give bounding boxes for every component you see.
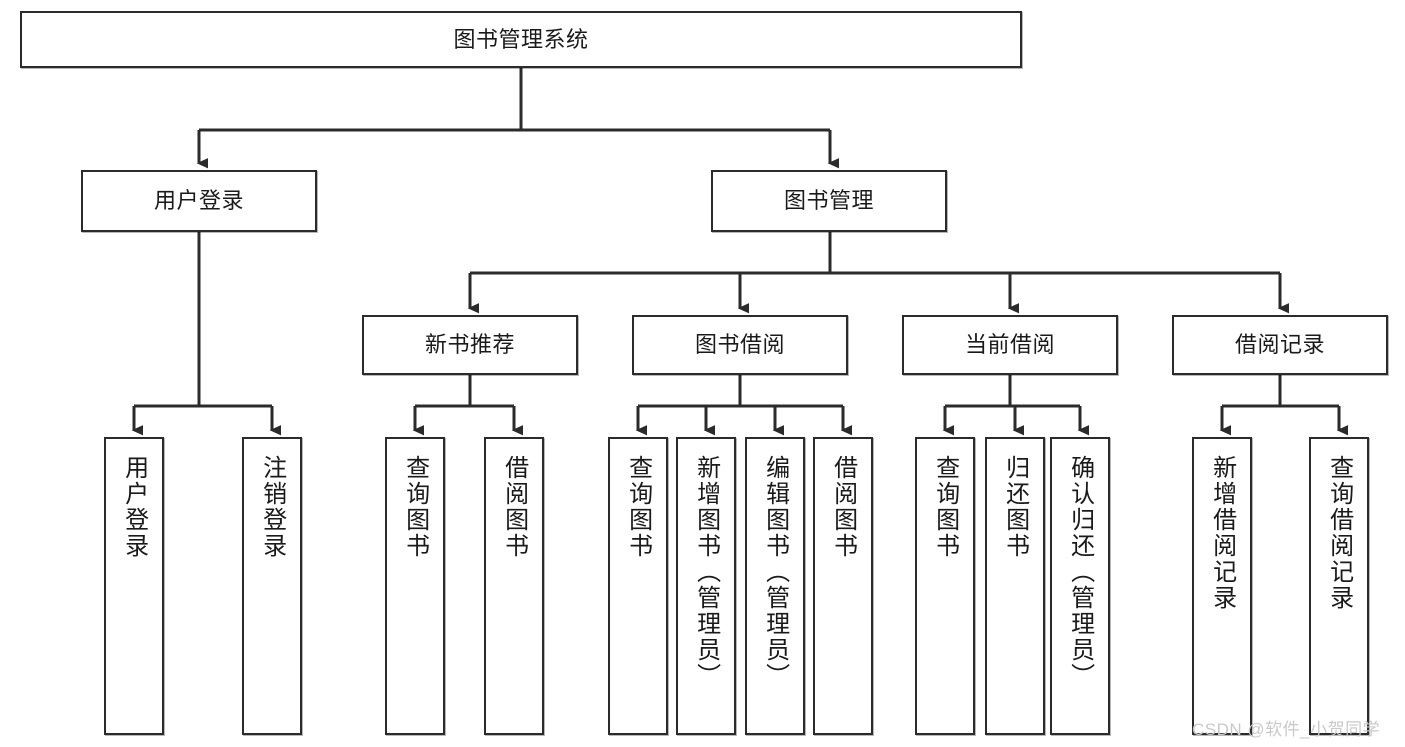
node-book-borrow-label: 图书借阅 [694, 332, 785, 358]
node-current-borrow-label: 当前借阅 [964, 332, 1055, 358]
node-leaf-logout-login-label: 注销登录 [258, 455, 286, 559]
node-borrow-records-label: 借阅记录 [1234, 332, 1325, 358]
node-new-book-recommend-label: 新书推荐 [424, 332, 515, 358]
node-leaf-query-record[interactable]: 查询借阅记录 [1309, 437, 1369, 735]
node-leaf-query-book-3[interactable]: 查询图书 [915, 437, 975, 735]
node-leaf-query-book-1-label: 查询图书 [401, 455, 429, 559]
node-leaf-borrow-book-1-label: 借阅图书 [500, 455, 528, 559]
node-current-borrow[interactable]: 当前借阅 [902, 315, 1118, 375]
node-book-borrow[interactable]: 图书借阅 [632, 315, 848, 375]
node-leaf-user-login[interactable]: 用户登录 [104, 437, 164, 735]
node-leaf-query-book-1[interactable]: 查询图书 [385, 437, 445, 735]
node-leaf-borrow-book-2[interactable]: 借阅图书 [813, 437, 873, 735]
node-leaf-add-book[interactable]: 新增图书（管理员） [676, 437, 736, 735]
node-leaf-query-book-3-label: 查询图书 [931, 455, 959, 559]
node-leaf-logout-login[interactable]: 注销登录 [242, 437, 302, 735]
node-leaf-edit-book[interactable]: 编辑图书（管理员） [745, 437, 805, 735]
node-leaf-add-record-label: 新增借阅记录 [1208, 455, 1236, 611]
node-user-login-label: 用户登录 [153, 188, 244, 214]
node-book-management-label: 图书管理 [783, 188, 874, 214]
node-leaf-edit-book-label: 编辑图书（管理员） [761, 455, 789, 689]
node-leaf-user-login-label: 用户登录 [120, 455, 148, 559]
node-leaf-return-book-label: 归还图书 [1001, 455, 1029, 559]
node-new-book-recommend[interactable]: 新书推荐 [362, 315, 578, 375]
node-root-label: 图书管理系统 [453, 26, 589, 52]
node-leaf-query-record-label: 查询借阅记录 [1325, 455, 1353, 611]
node-leaf-confirm-return[interactable]: 确认归还（管理员） [1050, 437, 1110, 735]
node-leaf-add-record[interactable]: 新增借阅记录 [1192, 437, 1252, 735]
node-leaf-borrow-book-2-label: 借阅图书 [829, 455, 857, 559]
node-leaf-confirm-return-label: 确认归还（管理员） [1066, 455, 1094, 689]
node-root[interactable]: 图书管理系统 [20, 11, 1022, 68]
node-leaf-query-book-2[interactable]: 查询图书 [608, 437, 668, 735]
node-leaf-query-book-2-label: 查询图书 [624, 455, 652, 559]
node-book-management[interactable]: 图书管理 [711, 170, 947, 232]
node-leaf-borrow-book-1[interactable]: 借阅图书 [484, 437, 544, 735]
csdn-watermark: CSDN @软件_小贺同学 [1192, 720, 1381, 739]
node-borrow-records[interactable]: 借阅记录 [1172, 315, 1388, 375]
node-user-login[interactable]: 用户登录 [81, 170, 317, 232]
node-leaf-return-book[interactable]: 归还图书 [985, 437, 1045, 735]
node-leaf-add-book-label: 新增图书（管理员） [692, 455, 720, 689]
